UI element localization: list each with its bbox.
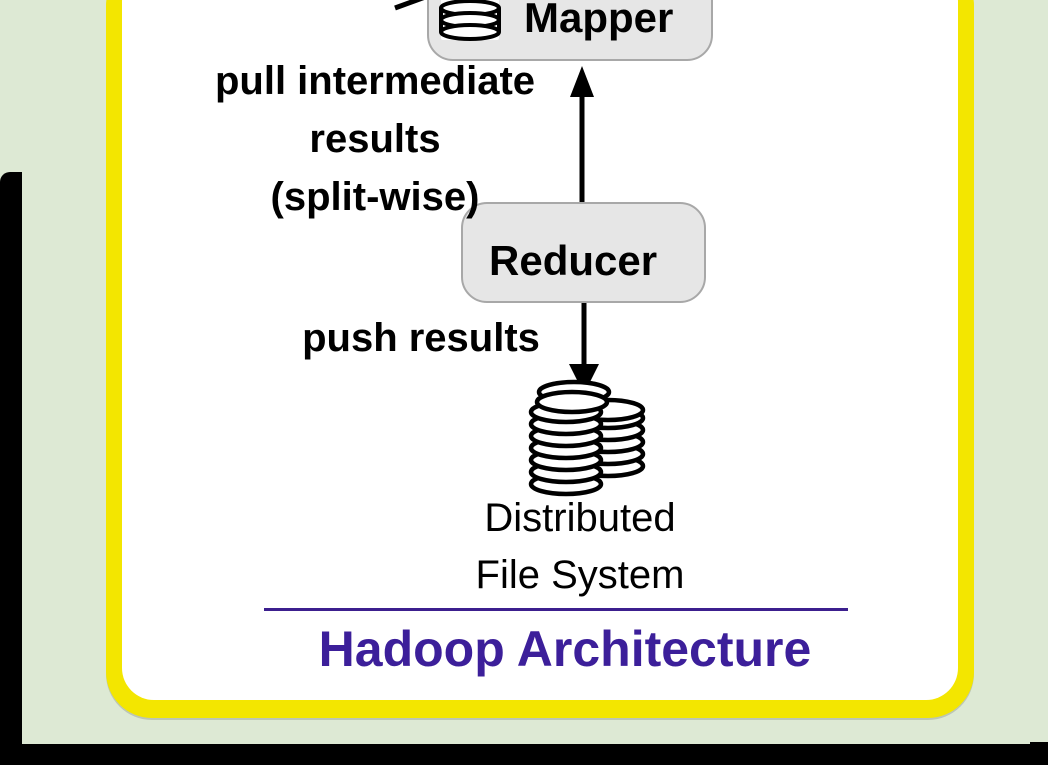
- reducer-node: [461, 202, 706, 303]
- background-frame-bottom: [0, 744, 1048, 765]
- dfs-label: Distributed File System: [430, 490, 730, 604]
- push-results-label: push results: [302, 316, 540, 360]
- distributed-storage-icon: [528, 379, 646, 497]
- reducer-label: Reducer: [489, 237, 658, 284]
- pull-results-line3: (split-wise): [270, 175, 480, 219]
- dfs-label-line1: Distributed: [484, 496, 676, 540]
- background-frame-gap: [1030, 0, 1048, 742]
- pull-results-line2: results: [309, 117, 441, 161]
- background-frame-left: [0, 172, 22, 762]
- architecture-panel: [122, 0, 958, 700]
- mapper-label: Mapper: [524, 0, 674, 41]
- diagram-caption: Hadoop Architecture: [318, 621, 812, 677]
- incoming-arrow-stub: [394, 0, 425, 11]
- database-stack-icon: [439, 0, 501, 41]
- pull-results-label: pull intermediate results (split-wise): [180, 52, 570, 226]
- pull-results-line1: pull intermediate: [214, 59, 536, 103]
- dfs-label-line2: File System: [475, 553, 685, 597]
- caption-divider: [264, 608, 848, 611]
